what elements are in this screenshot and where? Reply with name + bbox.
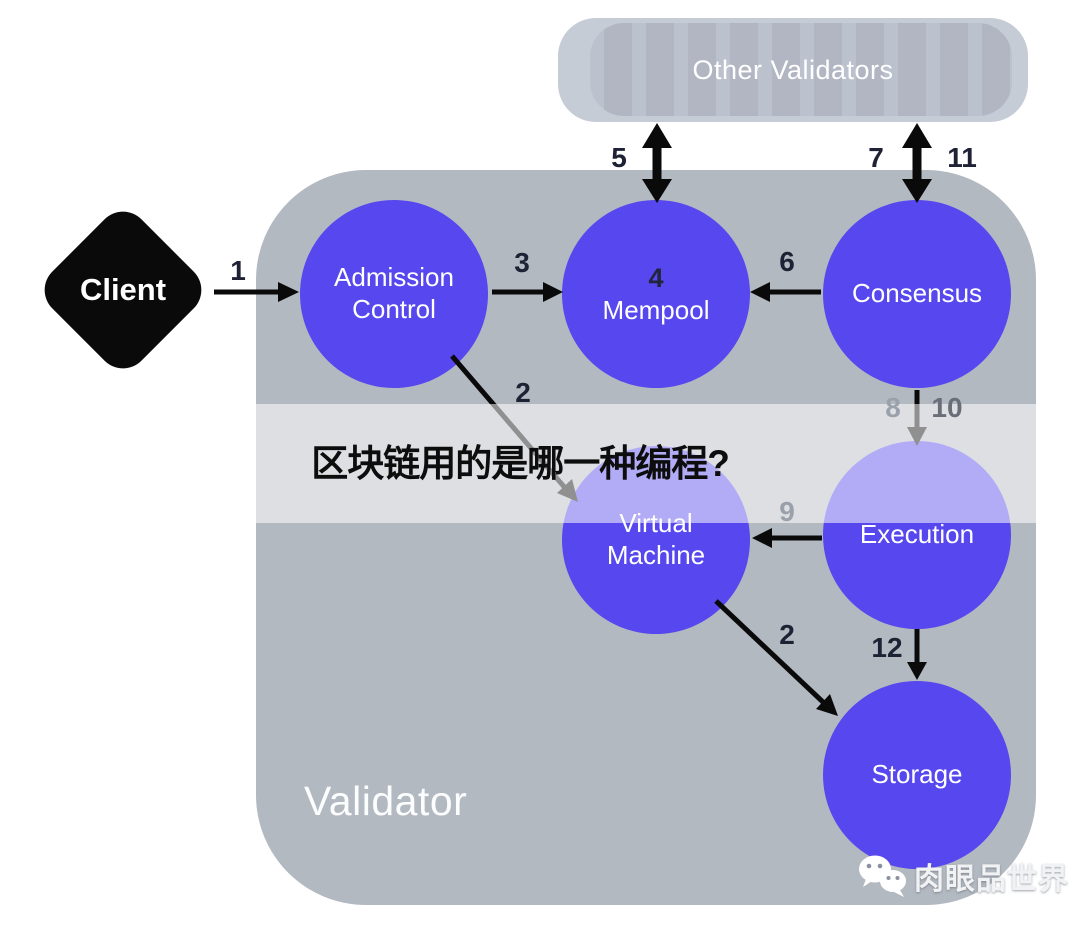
validator-label: Validator (304, 778, 468, 824)
storage-label: Storage (871, 759, 963, 790)
edge-label-3: 3 (514, 247, 530, 278)
wechat-icon (859, 855, 906, 897)
mempool-step-number: 4 (648, 262, 664, 293)
watermark: 肉眼品世界 (858, 854, 1069, 898)
arrow-mempool-other-validators (642, 123, 672, 203)
arrow-execution-to-vm (752, 528, 822, 548)
admission-control-label-line1: Admission (334, 262, 454, 293)
virtual-machine-label-line2: Machine (606, 540, 706, 570)
node-storage: Storage (823, 681, 1011, 869)
admission-control-label-line2: Control (352, 294, 436, 324)
edge-label-12: 12 (871, 632, 903, 663)
arrow-consensus-other-validators (902, 123, 932, 203)
arrow-consensus-to-mempool (750, 282, 821, 302)
edge-label-11: 11 (947, 142, 977, 173)
arrow-client-to-admission (214, 282, 299, 302)
edge-label-5: 5 (611, 142, 627, 173)
arrow-admission-to-mempool (492, 282, 563, 302)
mempool-label: Mempool (602, 294, 710, 325)
edge-label-7: 7 (868, 142, 884, 173)
page-title: 区块链用的是哪一种编程? (311, 443, 730, 484)
client-label: Client (79, 272, 167, 307)
edge-label-2-admission-vm: 2 (515, 377, 531, 408)
execution-label: Execution (859, 519, 975, 550)
edge-label-2-vm-storage: 2 (779, 619, 795, 650)
other-validators-box: Other Validators (558, 18, 1028, 122)
edge-label-1: 1 (230, 255, 246, 286)
arrow-execution-to-storage (907, 629, 927, 680)
node-mempool: 4 Mempool (562, 200, 750, 388)
edge-label-9: 9 (779, 496, 795, 527)
other-validators-stack (590, 23, 1012, 116)
edge-label-6: 6 (779, 246, 795, 277)
edge-label-10: 10 (931, 392, 963, 423)
consensus-label: Consensus (851, 278, 983, 309)
node-admission-control: Admission Control (300, 200, 488, 388)
node-consensus: Consensus (823, 200, 1011, 388)
other-validators-label: Other Validators (692, 54, 894, 85)
arrow-vm-to-storage (714, 599, 838, 716)
watermark-text: 肉眼品世界 (914, 863, 1069, 896)
edge-label-8: 8 (885, 392, 901, 423)
